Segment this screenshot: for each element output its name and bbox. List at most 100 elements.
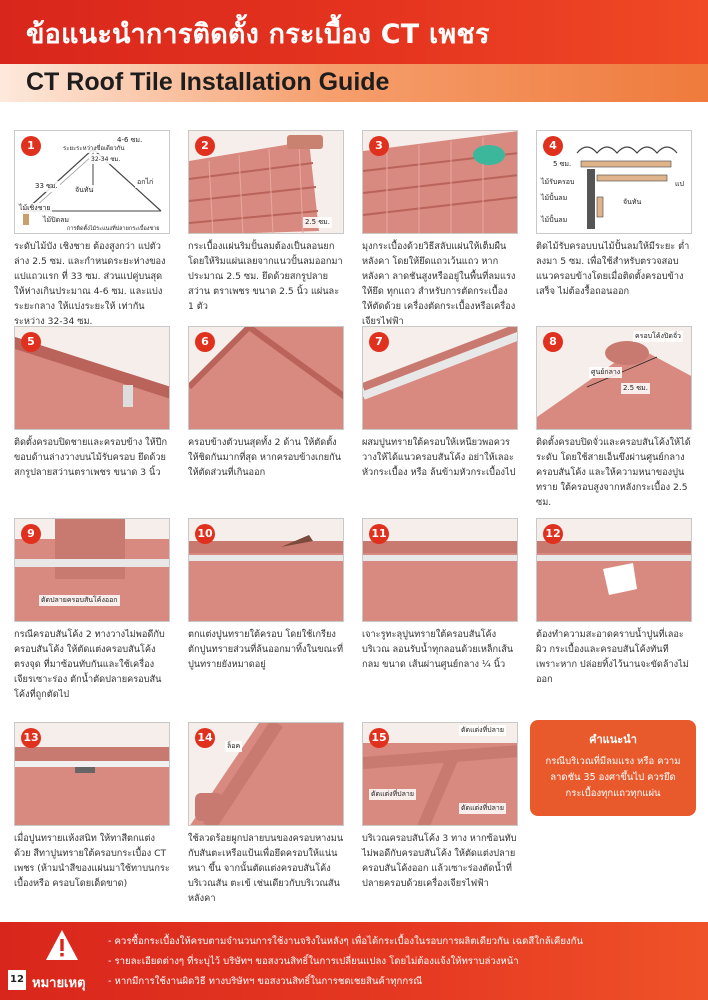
step-11-image: 11 xyxy=(362,518,518,622)
step-number: 1 xyxy=(21,136,41,156)
step-description: ตกแต่งปูนทรายใต้ครอบ โดยใช้เกรียง ตักปูน… xyxy=(188,629,344,670)
step-description: บริเวณครอบสันโค้ง 3 ทาง หากซ้อนทับ ไม่พอ… xyxy=(362,833,517,889)
step-15-image: 15 ตัดแต่งที่ปลาย ตัดแต่งที่ปลาย ตัดแต่ง… xyxy=(362,722,518,826)
header-subbanner: CT Roof Tile Installation Guide xyxy=(0,64,708,102)
step-description: ครอบข้างตัวบนสุดทั้ง 2 ด้าน ให้ตัดตั้ง ใ… xyxy=(188,437,341,478)
diagram-label: แป xyxy=(673,179,686,190)
step-number: 10 xyxy=(195,524,215,544)
diagram-label: 32-34 ซม. xyxy=(89,154,123,164)
diagram-label: ตัดแต่งที่ปลาย xyxy=(369,789,416,800)
diagram-label: 33 ซม. xyxy=(33,181,60,192)
roof-tile-illustration-icon xyxy=(363,131,517,233)
warning-icon xyxy=(46,930,78,960)
step-description: ติดไม้รับครอบบนไม้ปั้นลมให้มีระยะ ต่ำลงม… xyxy=(536,241,690,297)
step-9: 9 ตัดปลายครอบสันโค้งออก กรณีครอบสันโค้ง … xyxy=(14,518,170,702)
roof-tile-illustration-icon xyxy=(363,327,517,429)
step-description: ติดตั้งครอบปิดจั่วและครอบสันโค้งให้ได้ ร… xyxy=(536,437,691,508)
step-4-diagram: 4 5 ซม. ไม้รับครอบ แป ไม้ปั้นลม จันทัน ไ… xyxy=(536,130,692,234)
step-number: 9 xyxy=(21,524,41,544)
step-5: 5 ติดตั้งครอบปิดชายและครอบข้าง ให้ปีก ขอ… xyxy=(14,326,170,480)
diagram-label: ไม้ปิดลม xyxy=(41,215,72,226)
diagram-label: ระยะระหว่างขื่อเดียวกัน xyxy=(61,143,127,153)
diagram-label: ครอบโค้งปิดจั่ว xyxy=(633,331,683,342)
step-3-image: 3 xyxy=(362,130,518,234)
step-8-image: 8 ครอบโค้งปิดจั่ว ศูนย์กลาง 2.5 ซม. xyxy=(536,326,692,430)
step-number: 12 xyxy=(543,524,563,544)
page-title-en: CT Roof Tile Installation Guide xyxy=(26,68,390,96)
recommendation-text: กรณีบริเวณที่มีลมแรง หรือ ความลาดชัน 35 … xyxy=(545,756,681,799)
notes-list: - ควรซื้อกระเบื้องให้ครบตามจำนวนการใช้งา… xyxy=(108,932,698,992)
diagram-label: ศูนย์กลาง xyxy=(589,367,623,378)
step-13: 13 เมื่อปูนทรายแห้งสนิท ให้ทาสีตกแต่งด้ว… xyxy=(14,722,170,891)
step-number: 7 xyxy=(369,332,389,352)
step-12: 12 ต้องทำความสะอาดคราบน้ำปูนที่เลอะผิว ก… xyxy=(536,518,692,687)
step-number: 15 xyxy=(369,728,389,748)
diagram-label: จันทัน xyxy=(621,197,644,208)
diagram-label: ไม้เชิงชาย xyxy=(17,203,53,214)
diagram-label: ไม้ปั้นลม xyxy=(539,215,570,226)
step-4: 4 5 ซม. ไม้รับครอบ แป ไม้ปั้นลม จันทัน ไ… xyxy=(536,130,692,299)
step-number: 14 xyxy=(195,728,215,748)
page-number: 12 xyxy=(8,970,26,990)
step-2: 2 2.5 ซม. กระเบื้องแผ่นริมปั้นลมต้องเป็น… xyxy=(188,130,344,314)
step-description: กระเบื้องแผ่นริมปั้นลมต้องเป็นลอนยก โดยใ… xyxy=(188,241,343,312)
roof-tile-illustration-icon xyxy=(189,131,343,233)
step-5-image: 5 xyxy=(14,326,170,430)
note-item: - ควรซื้อกระเบื้องให้ครบตามจำนวนการใช้งา… xyxy=(108,936,584,947)
diagram-label: 2.5 ซม. xyxy=(621,383,650,394)
step-6: 6 ครอบข้างตัวบนสุดทั้ง 2 ด้าน ให้ตัดตั้ง… xyxy=(188,326,344,480)
header-banner: ข้อแนะนำการติดตั้ง กระเบื้อง CT เพชร xyxy=(0,0,708,64)
diagram-label: ตัดแต่งที่ปลาย xyxy=(459,725,506,736)
diagram-label: 2.5 ซม. xyxy=(303,217,332,228)
step-14: 14 ล็อค ใช้ลวดร้อยผูกปลายบนของครอบหางมน … xyxy=(188,722,344,906)
step-description: เจาะรูทะลุปูนทรายใต้ครอบสันโค้งบริเวณ ลอ… xyxy=(362,629,514,670)
step-7-image: 7 xyxy=(362,326,518,430)
step-13-image: 13 xyxy=(14,722,170,826)
recommendation-box: คำแนะนำ กรณีบริเวณที่มีลมแรง หรือ ความลา… xyxy=(530,720,696,816)
step-description: มุงกระเบื้องด้วยวิธีสลับแผ่นให้เต็มผืน ห… xyxy=(362,241,516,327)
step-number: 13 xyxy=(21,728,41,748)
step-number: 4 xyxy=(543,136,563,156)
step-number: 3 xyxy=(369,136,389,156)
diagram-label: ไม้ปั้นลม xyxy=(539,193,570,204)
step-7: 7 ผสมปูนทรายใต้ครอบให้เหนียวพอควร วางให้… xyxy=(362,326,518,480)
step-number: 6 xyxy=(195,332,215,352)
step-description: ระดับไม้บัง เชิงชาย ต้องสูงกว่า แปตัวล่า… xyxy=(14,241,166,327)
step-15: 15 ตัดแต่งที่ปลาย ตัดแต่งที่ปลาย ตัดแต่ง… xyxy=(362,722,518,891)
diagram-label: อกไก่ xyxy=(135,177,156,188)
step-1-diagram: 1 4-6 ซม. ระยะระหว่างขื่อเดียวกัน 32-34 … xyxy=(14,130,170,234)
diagram-label: ตัดแต่งที่ปลาย xyxy=(459,803,506,814)
step-description: ผสมปูนทรายใต้ครอบให้เหนียวพอควร วางให้ได… xyxy=(362,437,516,478)
step-description: เมื่อปูนทรายแห้งสนิท ให้ทาสีตกแต่งด้วย ส… xyxy=(14,833,170,889)
step-number: 8 xyxy=(543,332,563,352)
step-description: ต้องทำความสะอาดคราบน้ำปูนที่เลอะผิว กระเ… xyxy=(536,629,689,685)
step-8: 8 ครอบโค้งปิดจั่ว ศูนย์กลาง 2.5 ซม. ติดต… xyxy=(536,326,692,510)
step-1: 1 4-6 ซม. ระยะระหว่างขื่อเดียวกัน 32-34 … xyxy=(14,130,170,329)
note-item: - รายละเอียดต่างๆ ที่ระบุไว้ บริษัทฯ ขอส… xyxy=(108,956,519,967)
page-title-th: ข้อแนะนำการติดตั้ง กระเบื้อง CT เพชร xyxy=(26,19,490,50)
step-6-image: 6 xyxy=(188,326,344,430)
step-description: ติดตั้งครอบปิดชายและครอบข้าง ให้ปีก ขอบด… xyxy=(14,437,168,478)
notes-label: หมายเหตุ xyxy=(32,976,86,991)
footer-notes-bar: 12 หมายเหตุ - ควรซื้อกระเบื้องให้ครบตามจ… xyxy=(0,922,708,1000)
step-number: 2 xyxy=(195,136,215,156)
step-number: 5 xyxy=(21,332,41,352)
step-3: 3 มุงกระเบื้องด้วยวิธีสลับแผ่นให้เต็มผืน… xyxy=(362,130,518,329)
step-11: 11 เจาะรูทะลุปูนทรายใต้ครอบสันโค้งบริเวณ… xyxy=(362,518,518,672)
recommendation-title: คำแนะนำ xyxy=(589,733,637,746)
diagram-label: ตัดปลายครอบสันโค้งออก xyxy=(39,595,120,606)
barge-board-diagram-icon xyxy=(576,146,678,229)
diagram-label: ไม้รับครอบ xyxy=(539,177,577,188)
step-12-image: 12 xyxy=(536,518,692,622)
step-10: 10 ตกแต่งปูนทรายใต้ครอบ โดยใช้เกรียง ตัก… xyxy=(188,518,344,672)
step-9-image: 9 ตัดปลายครอบสันโค้งออก xyxy=(14,518,170,622)
diagram-label: ล็อค xyxy=(225,741,243,752)
diagram-label: จันทัน xyxy=(73,185,96,196)
diagram-label: 5 ซม. xyxy=(551,159,574,170)
diagram-label: 4-6 ซม. xyxy=(115,135,145,146)
step-14-image: 14 ล็อค xyxy=(188,722,344,826)
step-description: กรณีครอบสันโค้ง 2 ทางวางไม่พอดีกับ ครอบส… xyxy=(14,629,165,700)
diagram-label: การติดตั้งไม้ระแนงที่ปลายกระเบื้องชาย xyxy=(65,225,162,233)
step-description: ใช้ลวดร้อยผูกปลายบนของครอบหางมน กับสันตะ… xyxy=(188,833,344,904)
note-item: - หากมีการใช้งานผิดวิธี ทางบริษัทฯ ขอสงว… xyxy=(108,976,423,987)
